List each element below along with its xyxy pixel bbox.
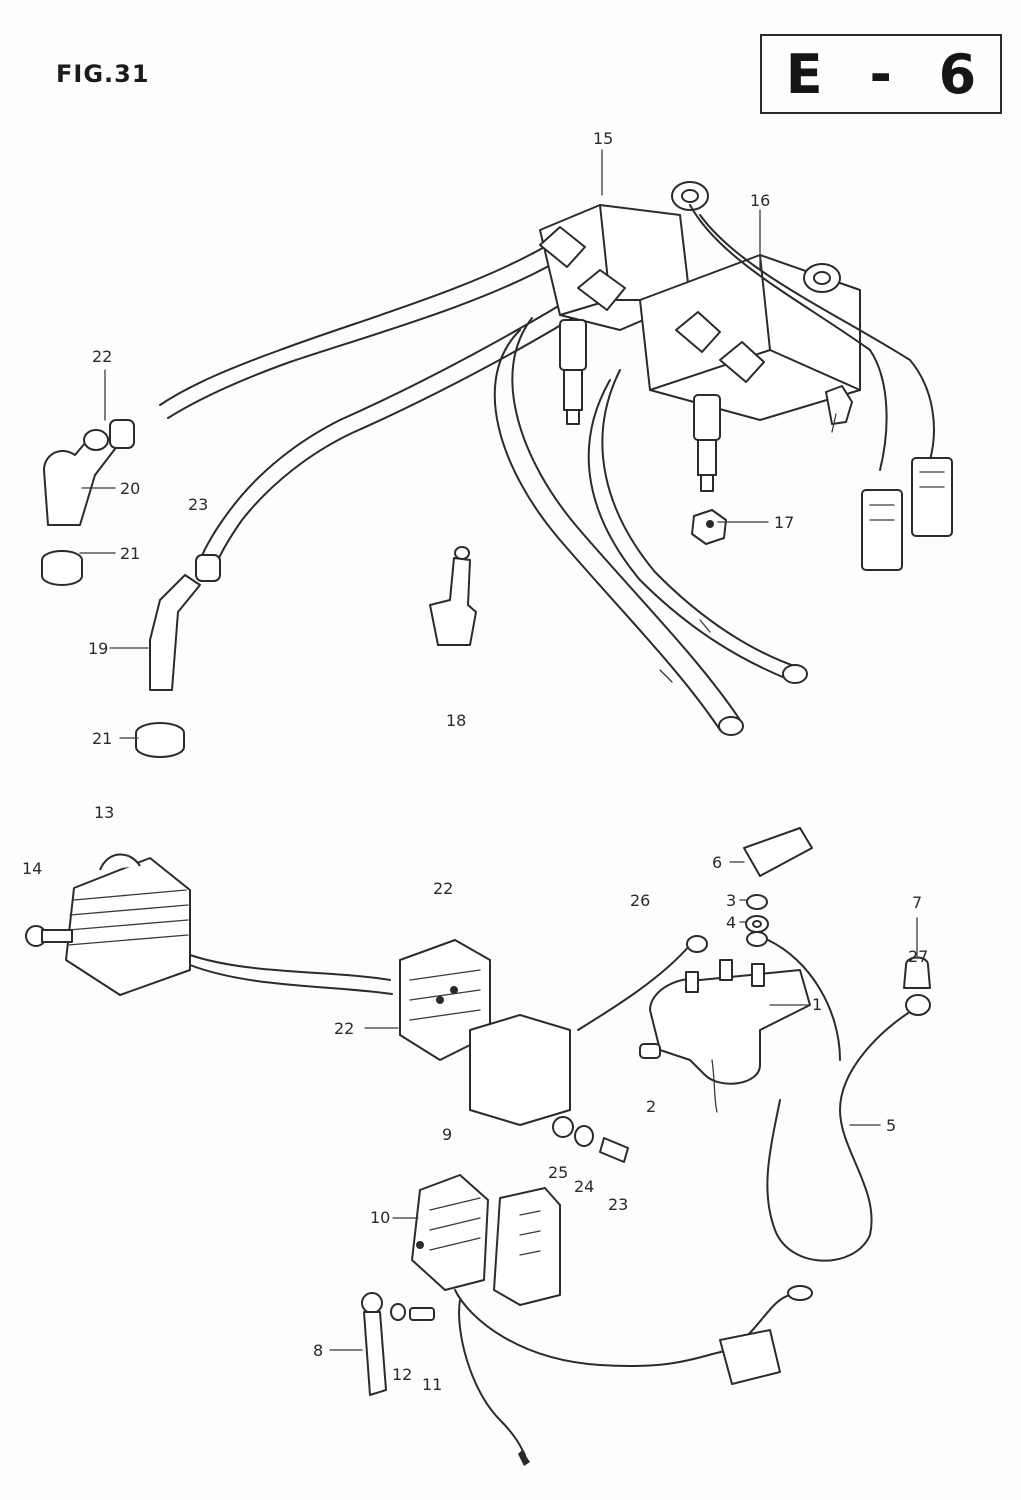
callout-14: 14 (22, 859, 42, 878)
bolt-2 (639, 1043, 661, 1059)
callout-21-lower: 21 (92, 729, 112, 748)
callout-29: 27 (908, 947, 928, 966)
callout-7: 7 (912, 893, 922, 912)
callout-19: 19 (88, 639, 108, 658)
callout-18: 18 (446, 711, 466, 730)
nut-17 (691, 509, 727, 545)
bolt-25 (599, 1137, 629, 1163)
coil-mount-nut (825, 385, 853, 433)
section-box: E - 6 (760, 34, 1002, 114)
callout-13: 13 (94, 803, 114, 822)
washer-26 (574, 1125, 594, 1147)
coil-boot-2 (577, 269, 626, 311)
callout-6: 6 (712, 853, 722, 872)
nut-12 (390, 1303, 435, 1321)
washer-4 (745, 915, 769, 947)
callout-3: 3 (726, 891, 736, 910)
callout-27: 25 (548, 1163, 568, 1182)
callout-2: 2 (646, 1097, 656, 1116)
callout-20: 20 (120, 479, 140, 498)
seal-21-upper (41, 550, 83, 586)
relay-23 (399, 939, 491, 1061)
coil-boot-3 (675, 311, 721, 353)
callout-22-upper: 22 (92, 347, 112, 366)
spark-plug-left (559, 319, 587, 425)
figure-label: FIG.31 (56, 60, 150, 88)
spark-plug-right (693, 394, 721, 492)
nut-3 (746, 894, 768, 910)
ignition-coil-assembly (159, 181, 953, 736)
washer-27 (552, 1116, 574, 1138)
clip-18 (429, 546, 477, 646)
bracket-8 (361, 1292, 387, 1396)
coil-connector-b (911, 457, 953, 537)
rectifier-13 (65, 853, 191, 996)
callout-numbers: 15 16 22 20 23 21 17 19 18 21 13 14 6 22… (22, 129, 928, 1394)
callout-21-upper: 21 (120, 544, 140, 563)
regulator-10 (411, 1174, 489, 1291)
callout-22-lower: 23 (188, 495, 208, 514)
callout-17: 17 (774, 513, 794, 532)
harness-connector (719, 1329, 781, 1385)
coil-boot-1 (539, 226, 586, 268)
callout-1: 1 (812, 995, 822, 1014)
cap-6 (743, 827, 813, 877)
callout-25: 23 (608, 1195, 628, 1214)
bolt-14 (25, 925, 73, 947)
callout-16: 16 (750, 191, 770, 210)
plug-cap-19 (149, 554, 221, 691)
cap-7 (903, 956, 931, 989)
coil-boot-4 (719, 341, 765, 383)
seal-21-lower (135, 722, 185, 758)
callout-28: 26 (630, 891, 650, 910)
callout-4: 4 (726, 913, 736, 932)
callout-12: 12 (392, 1365, 412, 1384)
callout-9: 9 (442, 1125, 452, 1144)
starter-solenoid-1 (649, 959, 811, 1113)
section-label: E - 6 (785, 42, 991, 106)
plug-cap-20 (43, 419, 135, 526)
regulator-cover-9 (493, 1187, 561, 1306)
callout-26: 24 (574, 1177, 594, 1196)
leader-lines (79, 149, 918, 1351)
callout-11: 11 (422, 1375, 442, 1394)
relay-cover-24 (469, 1014, 571, 1126)
coil-connector-a (861, 489, 903, 571)
callout-10: 10 (370, 1208, 390, 1227)
callout-8: 8 (313, 1341, 323, 1360)
callout-24: 22 (334, 1019, 354, 1038)
callout-5: 5 (886, 1116, 896, 1135)
callout-15: 15 (593, 129, 613, 148)
callout-23: 22 (433, 879, 453, 898)
